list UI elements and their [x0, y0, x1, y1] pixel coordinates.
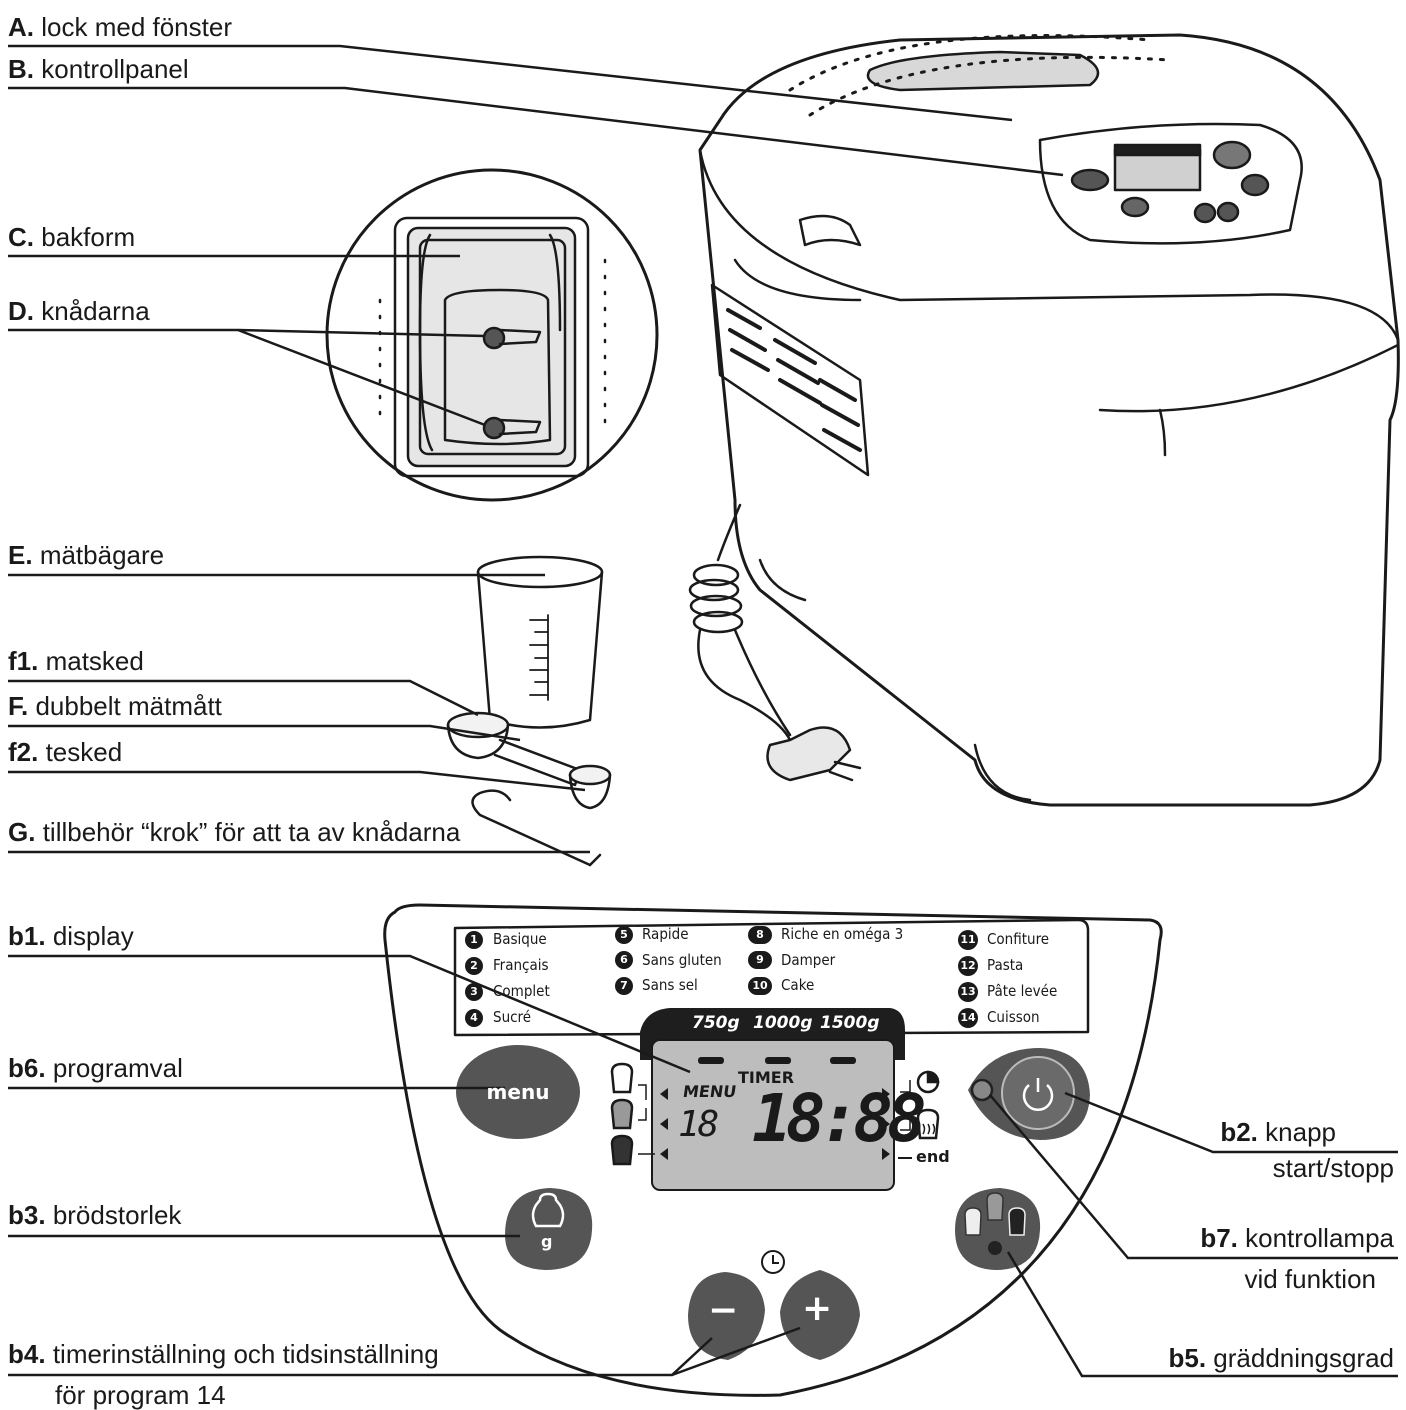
callout-b2-line2: start/stopp [1272, 1153, 1394, 1183]
display-time-digits: 18:88 [752, 1080, 927, 1157]
program-name-5: Rapide [642, 925, 689, 943]
program-name-11: Confiture [987, 930, 1050, 948]
program-name-13: Pâte levée [987, 982, 1058, 1000]
bread-machine [698, 33, 1400, 807]
program-number-3: 3 [470, 985, 478, 998]
display-menu-label: MENU [681, 1082, 738, 1101]
callout-B: B. kontrollpanel [8, 54, 189, 84]
callout-b7-line2: vid funktion [1244, 1264, 1376, 1294]
program-badges [465, 926, 978, 1028]
browning-button[interactable] [955, 1190, 1040, 1270]
display-end-label: end [916, 1147, 950, 1166]
measuring-cup [476, 555, 604, 729]
program-name-3: Complet [493, 982, 550, 1000]
display-right-icons [898, 1070, 940, 1159]
program-name-6: Sans gluten [642, 950, 722, 969]
callout-b1: b1. display [8, 921, 134, 951]
menu-button-shape [456, 1045, 580, 1139]
weight-750: 750g [692, 1013, 740, 1033]
program-name-1: Basique [493, 930, 547, 948]
callout-b4: b4. timerinställning och tidsinställning [8, 1339, 439, 1369]
callout-f1: f1. matsked [8, 646, 144, 676]
program-number-6: 6 [620, 953, 628, 966]
menu-button[interactable]: menu [486, 1080, 550, 1104]
program-number-12: 12 [960, 959, 976, 972]
plus-button[interactable]: + [802, 1288, 833, 1329]
callout-G: G. tillbehör “krok” för att ta av knådar… [8, 817, 461, 847]
crust-level-icons [610, 1062, 655, 1166]
program-number-1: 1 [470, 933, 478, 946]
program-number-8: 8 [756, 928, 764, 941]
callout-f2: f2. tesked [8, 737, 123, 767]
program-name-9: Damper [781, 950, 836, 969]
weight-1000: 1000g [753, 1013, 813, 1033]
program-number-2: 2 [470, 959, 478, 972]
program-name-12: Pasta [987, 956, 1024, 974]
program-number-9: 9 [756, 953, 764, 966]
program-name-14: Cuisson [987, 1008, 1040, 1026]
program-name-7: Sans sel [642, 976, 698, 994]
program-number-5: 5 [620, 928, 628, 941]
size-button-g-label[interactable]: g [541, 1232, 553, 1251]
minus-button[interactable]: − [708, 1290, 739, 1331]
program-name-2: Français [493, 956, 549, 974]
control-panel-outline [383, 903, 1163, 1397]
program-name-8: Riche en oméga 3 [781, 925, 904, 943]
program-number-11: 11 [960, 933, 976, 946]
callout-E: E. mätbägare [8, 540, 165, 570]
size-button-shape [505, 1188, 593, 1270]
program-name-10: Cake [781, 976, 815, 994]
program-number-4: 4 [470, 1011, 478, 1024]
program-number-7: 7 [620, 979, 628, 992]
program-number-14: 14 [960, 1011, 976, 1024]
display-timer-label: TIMER [738, 1068, 795, 1087]
power-cord [688, 503, 862, 782]
display-program-digits: 18 [678, 1104, 719, 1145]
callout-b4-line2: för program 14 [55, 1380, 226, 1410]
callout-A: A. lock med fönster [8, 12, 232, 42]
callout-b7: b7. kontrollampa [1200, 1223, 1394, 1253]
callout-b3: b3. brödstorlek [8, 1200, 182, 1230]
callout-D: D. knådarna [8, 296, 150, 326]
lcd-display [640, 1008, 905, 1191]
program-name-4: Sucré [493, 1008, 532, 1026]
leader-lines [8, 44, 1398, 1378]
callout-b5: b5. gräddningsgrad [1168, 1343, 1394, 1373]
program-number-13: 13 [960, 985, 976, 998]
callout-F: F. dubbelt mätmått [8, 691, 222, 721]
kneader-hook [471, 789, 602, 867]
program-number-10: 10 [752, 979, 768, 992]
callout-b2: b2. knapp [1220, 1117, 1336, 1147]
callout-b6: b6. programval [8, 1053, 183, 1083]
callout-C: C. bakform [8, 222, 136, 252]
start-stop-button[interactable] [1002, 1057, 1074, 1129]
weight-1500: 1500g [820, 1013, 880, 1033]
baking-tin-inset [325, 168, 659, 502]
